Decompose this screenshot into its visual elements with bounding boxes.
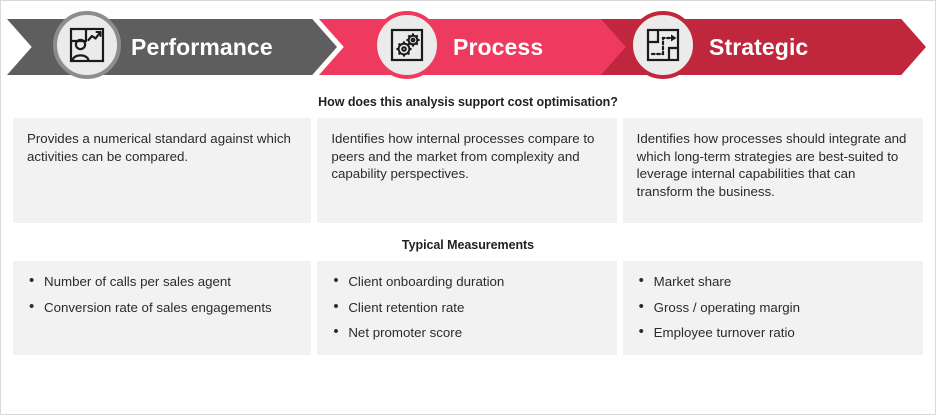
support-text-performance: Provides a numerical standard against wh…	[27, 131, 291, 164]
stage-label-process: Process	[453, 34, 544, 60]
measurements-panel-process: Client onboarding duration Client retent…	[317, 261, 617, 355]
measurements-list-process: Client onboarding duration Client retent…	[331, 272, 602, 342]
support-panel-performance: Provides a numerical standard against wh…	[13, 118, 312, 223]
list-item: Client onboarding duration	[331, 272, 602, 291]
chevron-shape-process	[319, 19, 641, 75]
list-item: Client retention rate	[331, 298, 602, 317]
support-panel-row: Provides a numerical standard against wh…	[13, 118, 923, 223]
measurements-list-performance: Number of calls per sales agent Conversi…	[27, 272, 297, 317]
section-heading-support: How does this analysis support cost opti…	[318, 95, 618, 109]
stage-chevron-process[interactable]: Process	[319, 11, 641, 79]
list-item: Market share	[637, 272, 909, 291]
measurements-list-strategic: Market share Gross / operating margin Em…	[637, 272, 909, 342]
person-chart-frame-icon	[67, 25, 107, 65]
support-panel-process: Identifies how internal processes compar…	[317, 118, 617, 223]
list-item: Conversion rate of sales engagements	[27, 298, 297, 317]
list-item: Number of calls per sales agent	[27, 272, 297, 291]
stage-label-performance: Performance	[131, 34, 273, 60]
measurements-panel-performance: Number of calls per sales agent Conversi…	[13, 261, 312, 355]
support-text-strategic: Identifies how processes should integrat…	[636, 131, 907, 199]
stage-badge-process	[373, 11, 441, 79]
stage-badge-performance	[53, 11, 121, 79]
support-panel-strategic: Identifies how processes should integrat…	[622, 118, 923, 223]
section-heading-measurements: Typical Measurements	[401, 238, 535, 252]
path-arrow-frame-icon	[643, 25, 683, 65]
gears-frame-icon	[387, 25, 427, 65]
list-item: Gross / operating margin	[637, 298, 909, 317]
stage-chevron-performance[interactable]: Performance	[7, 11, 337, 79]
stage-badge-strategic	[629, 11, 697, 79]
stage-chevron-band: Performance	[1, 11, 935, 83]
list-item: Net promoter score	[331, 323, 602, 342]
measurements-panel-row: Number of calls per sales agent Conversi…	[13, 261, 923, 355]
stage-chevron-strategic[interactable]: Strategic	[601, 11, 926, 79]
stage-label-strategic: Strategic	[709, 34, 809, 60]
list-item: Employee turnover ratio	[637, 323, 909, 342]
measurements-panel-strategic: Market share Gross / operating margin Em…	[622, 261, 923, 355]
support-text-process: Identifies how internal processes compar…	[331, 131, 595, 181]
